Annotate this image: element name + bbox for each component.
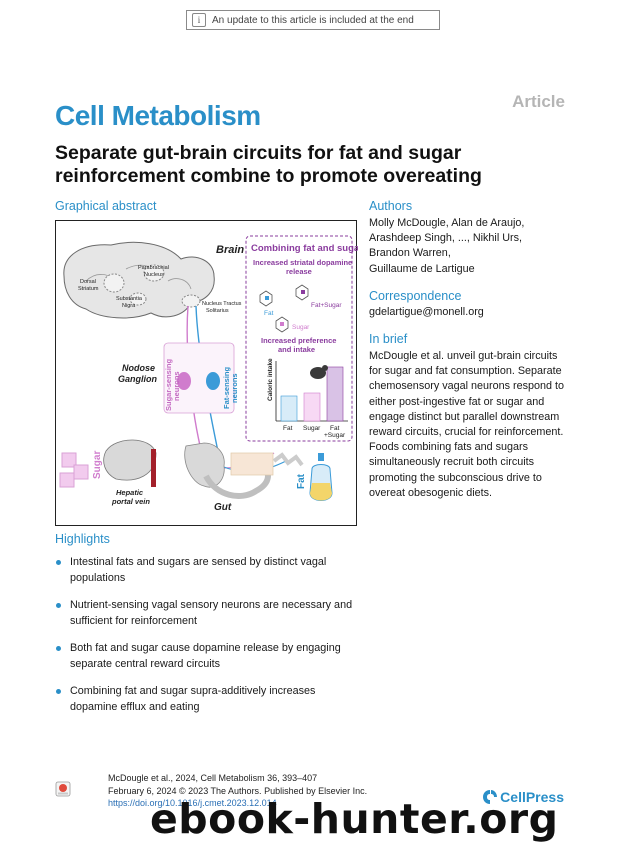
label-sugar-neurons: Sugar-sensing neurons — [164, 357, 181, 411]
update-banner[interactable]: i An update to this article is included … — [186, 10, 440, 30]
authors-heading: Authors — [369, 199, 413, 213]
label-gut: Gut — [214, 502, 232, 513]
sugar-neuron-icon — [177, 372, 191, 390]
doi-link[interactable]: https://doi.org/10.1016/j.cmet.2023.12.0… — [108, 798, 277, 808]
article-type-label: Article — [512, 92, 565, 111]
graphical-abstract-heading: Graphical abstract — [55, 199, 157, 213]
graphical-abstract: Brain Dorsal Striatum Parabrachial Nucle… — [55, 220, 363, 526]
label-parabrachial: Parabrachial Nucleus — [138, 265, 170, 278]
label-sugar: Sugar — [92, 451, 103, 479]
bar-fat-sugar — [326, 366, 344, 422]
author-line: Molly McDougle, Alan de Araujo, — [369, 217, 525, 229]
label-fat-neurons: Fat-sensing neurons — [222, 365, 239, 409]
in-brief-line: simultaneously recruit both circuits — [369, 456, 535, 469]
in-brief-line: chemosensory vagal neurons respond to — [369, 380, 565, 393]
fat-neuron-icon — [206, 372, 220, 390]
bullet-icon — [56, 560, 61, 565]
publisher-name: CellPress — [500, 789, 564, 805]
update-banner-text: An update to this article is included at… — [212, 14, 414, 26]
in-brief-line: McDougle et al. unveil gut-brain circuit… — [369, 350, 558, 362]
in-brief-line: Foods combining fats and sugars — [369, 441, 529, 454]
watermark: ebook-hunter.org — [150, 795, 559, 843]
citation-line-2: February 6, 2024 © 2023 The Authors. Pub… — [108, 785, 368, 796]
journal-name: Cell Metabolism — [55, 100, 261, 131]
panel-ylabel: Caloric intake — [267, 358, 274, 401]
correspondence-heading: Correspondence — [369, 289, 462, 303]
bullet-icon — [56, 603, 61, 608]
panel-title: Combining fat and sugar — [251, 243, 358, 254]
in-brief-text: McDougle et al. unveil gut-brain circuit… — [369, 349, 564, 501]
highlight-item: Intestinal fats and sugars are sensed by… — [55, 555, 365, 586]
label-nodose: Nodose Ganglion — [118, 363, 158, 384]
highlights-list: Intestinal fats and sugars are sensed by… — [55, 555, 365, 727]
label-substantia-nigra: Substantia Nigra — [116, 296, 144, 309]
in-brief-line: promoting the subconscious drive to — [369, 471, 542, 484]
bullet-icon — [56, 689, 61, 694]
author-line: Brandon Warren, — [369, 247, 451, 260]
author-line: Guillaume de Lartigue — [369, 262, 475, 275]
panel-subtitle: Increased striatal dopamine release — [253, 258, 354, 276]
citation: McDougle et al., 2024, Cell Metabolism 3… — [108, 772, 367, 810]
in-brief-line: reward circuits, crucial for reinforceme… — [369, 426, 564, 439]
label-fat: Fat — [296, 473, 307, 489]
combining-panel — [245, 235, 353, 442]
panel-sugar-label: Sugar — [292, 324, 310, 331]
sugar-cubes-icon — [59, 452, 89, 488]
bar-fat — [280, 395, 298, 422]
gut-illustration — [184, 442, 304, 499]
cellpress-logo: CellPress — [482, 789, 564, 805]
bar-label-sugar: Sugar — [303, 425, 321, 432]
bar-sugar — [303, 392, 321, 422]
in-brief-line: either post-ingestive fat or sugar and — [369, 395, 545, 408]
bullet-icon — [56, 646, 61, 651]
article-title: Separate gut-brain circuits for fat and … — [55, 142, 482, 187]
brain-illustration — [63, 241, 215, 319]
highlight-item: Combining fat and sugar supra-additively… — [55, 684, 365, 715]
dopamine-molecule-icon — [259, 284, 309, 333]
check-for-updates-icon[interactable] — [55, 781, 71, 797]
in-brief-line: overeat obesogenic diets. — [369, 486, 493, 499]
in-brief-line: for sugar and fat consumption. Separate — [369, 365, 562, 378]
label-dorsal-striatum: Dorsal Striatum — [78, 279, 99, 292]
highlights-heading: Highlights — [55, 532, 110, 546]
panel-preference: Increased preference and intake — [261, 336, 339, 354]
info-icon: i — [192, 13, 206, 27]
highlight-item: Nutrient-sensing vagal sensory neurons a… — [55, 598, 365, 629]
label-hepatic: Hepatic portal vein — [111, 488, 150, 506]
bar-label-fat-sugar-2: +Sugar — [324, 432, 346, 439]
liver-illustration — [103, 439, 157, 481]
in-brief-heading: In brief — [369, 332, 408, 346]
in-brief-line: engage distinct but parallel downstream — [369, 410, 560, 423]
panel-fat-sugar-label: Fat+Sugar — [311, 302, 342, 309]
authors-list: Molly McDougle, Alan de Araujo, Arashdee… — [369, 216, 524, 277]
graphical-abstract-figure: Brain Dorsal Striatum Parabrachial Nucle… — [59, 235, 363, 513]
panel-fat-label: Fat — [264, 310, 274, 317]
mouse-icon — [310, 365, 328, 379]
citation-line-1: McDougle et al., 2024, Cell Metabolism 3… — [108, 773, 318, 783]
label-nts: Nucleus Tractus Solitarius — [202, 301, 243, 314]
author-line: Arashdeep Singh, ..., Nikhil Urs, — [369, 232, 523, 245]
oil-bottle-icon — [309, 453, 333, 501]
correspondence-email[interactable]: gdelartigue@monell.org — [369, 306, 484, 318]
bar-label-fat-sugar-1: Fat — [330, 425, 340, 432]
highlight-item: Both fat and sugar cause dopamine releas… — [55, 641, 365, 672]
brain-label: Brain — [216, 244, 244, 256]
cellpress-icon — [483, 790, 498, 804]
bar-label-fat: Fat — [283, 425, 293, 432]
